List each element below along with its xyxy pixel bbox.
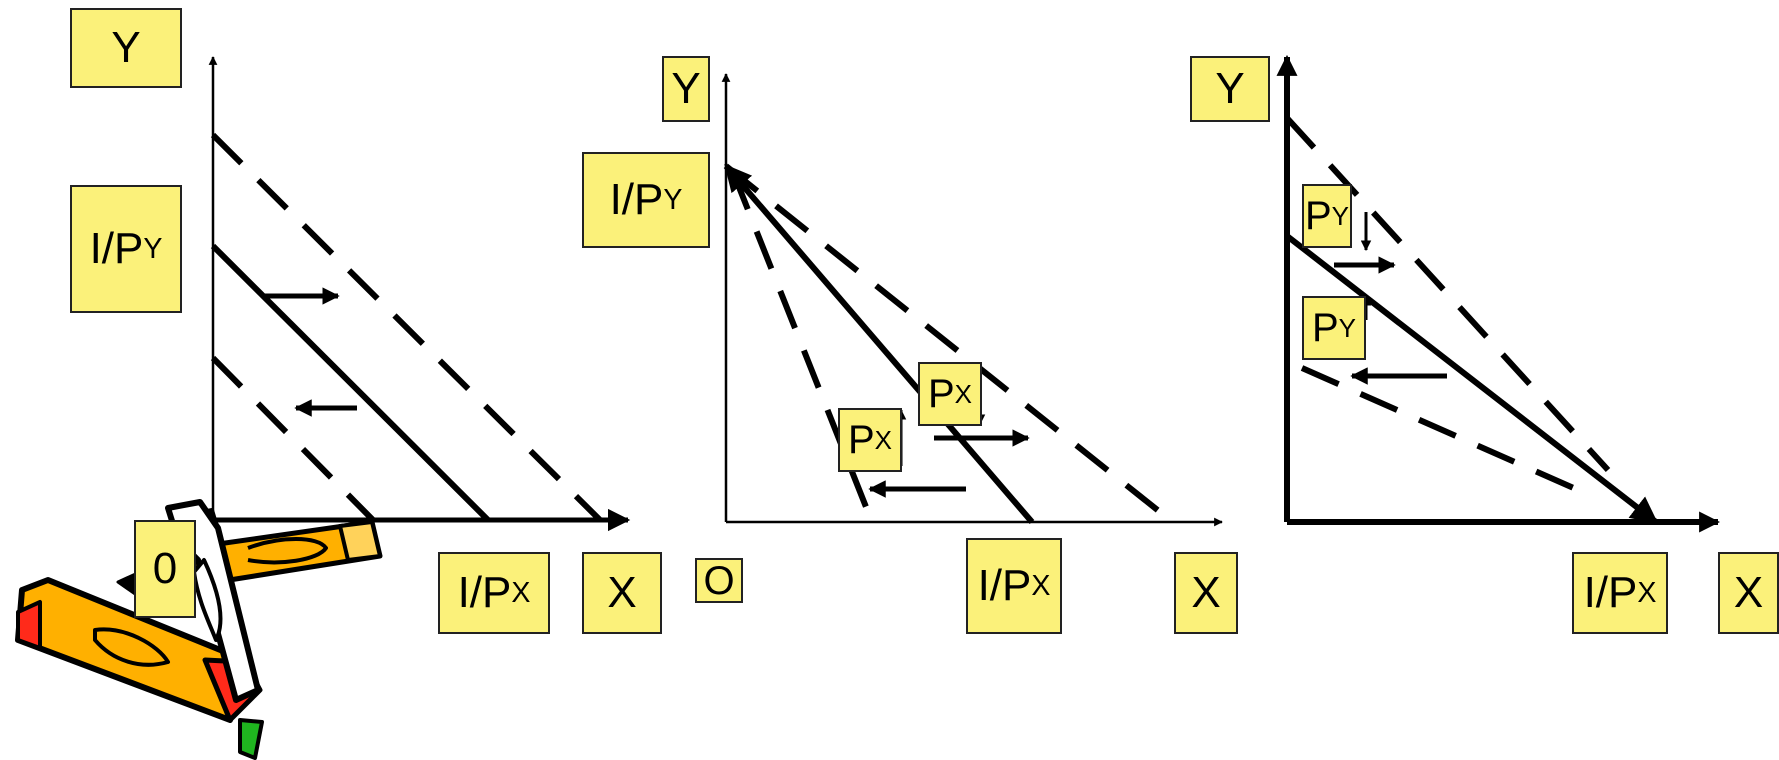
origin-label: O — [695, 558, 743, 603]
pencils-clipart-icon — [18, 502, 380, 758]
budget-line-px-falls — [726, 166, 1160, 512]
x-axis-label: X — [1718, 552, 1779, 634]
panel-price-x-change — [726, 74, 1222, 522]
origin-label: 0 — [134, 520, 196, 618]
budget-line-original — [213, 246, 488, 520]
panel-income-change — [213, 57, 628, 520]
budget-line-py-falls — [1287, 118, 1608, 470]
budget-line-income-up — [213, 135, 600, 520]
panel-price-y-change — [1287, 57, 1718, 522]
y-axis-label: Y — [1190, 56, 1270, 122]
x-axis-label: X — [1174, 552, 1238, 634]
y-axis-label: Y — [70, 8, 182, 88]
y-axis-label: Y — [662, 56, 710, 122]
x-axis-label: X — [582, 552, 662, 634]
budget-line-original — [1287, 236, 1656, 522]
